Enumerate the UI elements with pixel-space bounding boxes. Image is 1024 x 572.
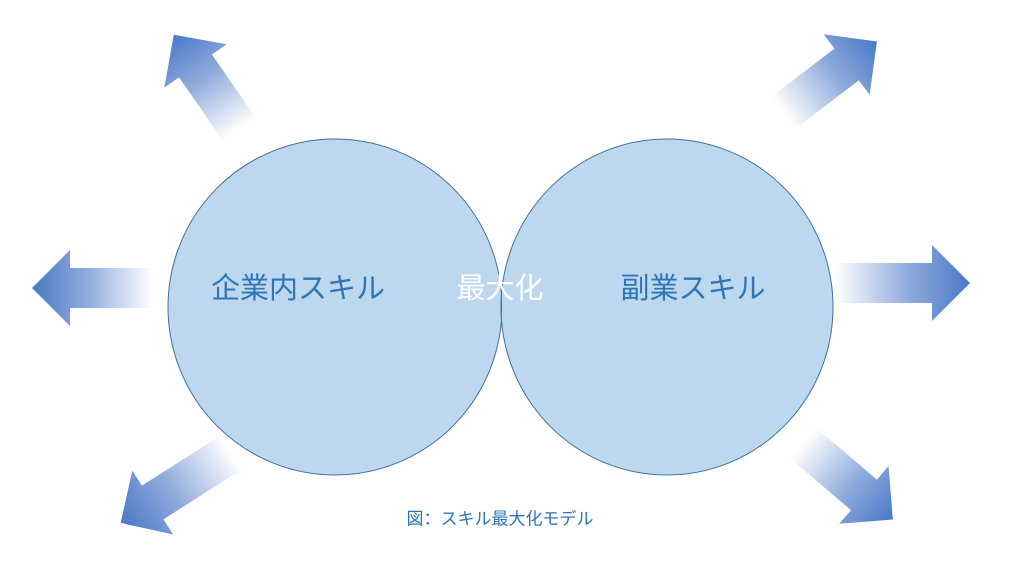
overlap-region xyxy=(500,139,502,475)
right-circle-label: 副業スキル xyxy=(620,271,766,305)
arrows-group xyxy=(32,34,970,535)
arrow-down-right-icon xyxy=(790,427,893,524)
left-circle xyxy=(167,138,503,476)
arrow-left-icon xyxy=(32,250,152,326)
arrow-up-right-icon xyxy=(770,34,877,129)
left-circle-label: 企業内スキル xyxy=(210,271,386,305)
arrow-up-left-icon xyxy=(164,34,257,142)
arrow-down-left-icon xyxy=(120,435,243,535)
right-circle xyxy=(500,138,834,476)
overlap-label: 最大化 xyxy=(456,271,544,305)
diagram-caption: 図：スキル最大化モデル xyxy=(406,509,594,530)
arrow-right-icon xyxy=(835,245,970,321)
